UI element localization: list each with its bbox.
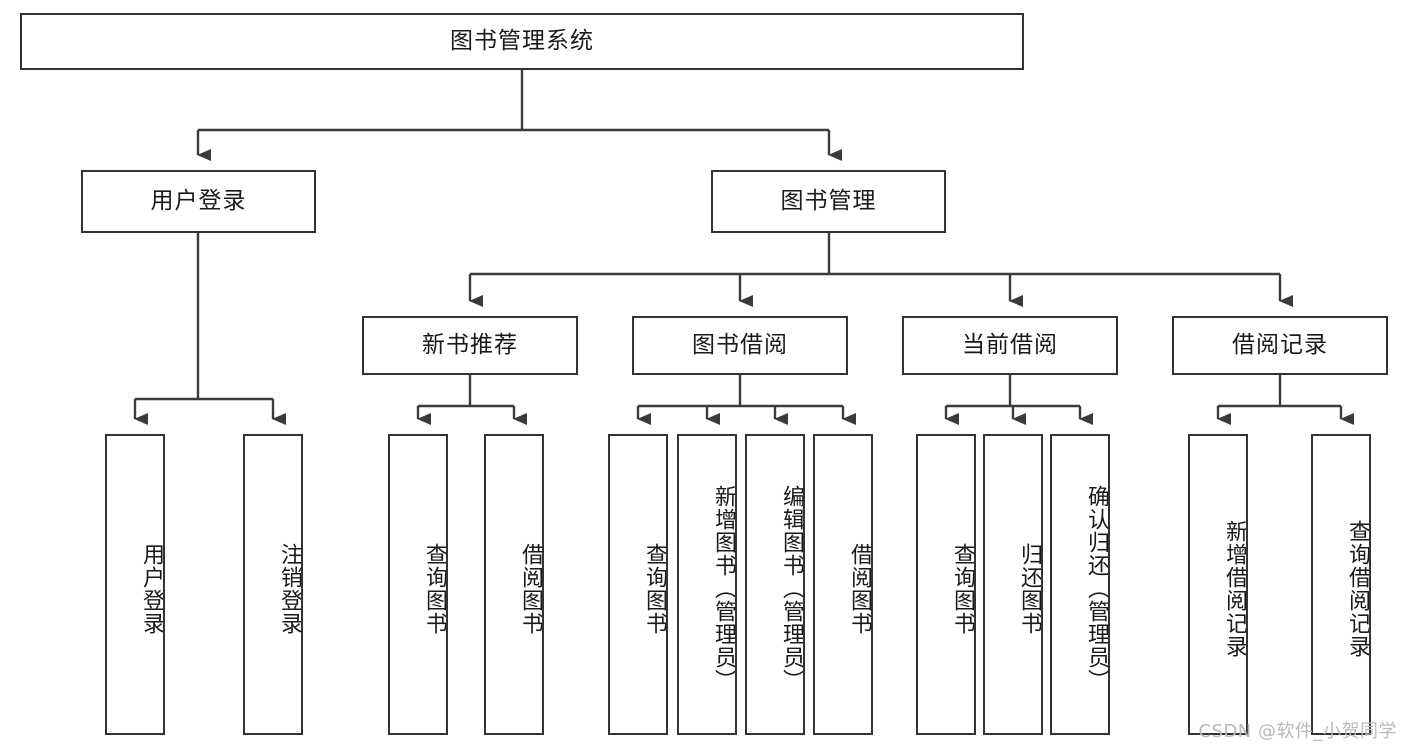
leaf-logout[interactable]: 注销登录 xyxy=(243,434,303,735)
node-borrowing-records[interactable]: 借阅记录 xyxy=(1172,316,1388,375)
edges-current-to-leaves xyxy=(944,375,1093,425)
edges-borrow-to-leaves xyxy=(636,375,856,425)
node-current-borrowing[interactable]: 当前借阅 xyxy=(902,316,1118,375)
edges-bookmgmt-to-level3 xyxy=(468,233,1293,307)
leaf-add-book-admin[interactable]: 新增图书（管理员） xyxy=(677,434,737,735)
leaf-edit-book-admin[interactable]: 编辑图书（管理员） xyxy=(745,434,805,735)
edges-newbooks-to-leaves xyxy=(416,375,527,425)
node-root-book-management-system[interactable]: 图书管理系统 xyxy=(20,13,1024,70)
leaf-borrow-books-borrowing[interactable]: 借阅图书 xyxy=(813,434,873,735)
node-book-management[interactable]: 图书管理 xyxy=(711,170,946,233)
leaf-query-borrow-record[interactable]: 查询借阅记录 xyxy=(1311,434,1371,735)
leaf-borrow-books-newbooks[interactable]: 借阅图书 xyxy=(484,434,544,735)
leaf-return-books[interactable]: 归还图书 xyxy=(983,434,1043,735)
leaf-query-books-borrowing[interactable]: 查询图书 xyxy=(608,434,668,735)
node-new-book-recommendation[interactable]: 新书推荐 xyxy=(362,316,578,375)
node-user-login[interactable]: 用户登录 xyxy=(81,170,316,233)
edges-userlogin-to-leaves xyxy=(133,233,286,425)
leaf-query-books-current[interactable]: 查询图书 xyxy=(916,434,976,735)
leaf-confirm-return-admin[interactable]: 确认归还（管理员） xyxy=(1050,434,1110,735)
edges-records-to-leaves xyxy=(1216,375,1354,425)
leaf-query-books-newbooks[interactable]: 查询图书 xyxy=(388,434,448,735)
leaf-add-borrow-record[interactable]: 新增借阅记录 xyxy=(1188,434,1248,735)
edges-root-to-level2 xyxy=(196,70,842,161)
leaf-user-login[interactable]: 用户登录 xyxy=(105,434,165,735)
watermark-text: CSDN @软件_小贺同学 xyxy=(1198,721,1397,742)
node-book-borrowing[interactable]: 图书借阅 xyxy=(632,316,848,375)
